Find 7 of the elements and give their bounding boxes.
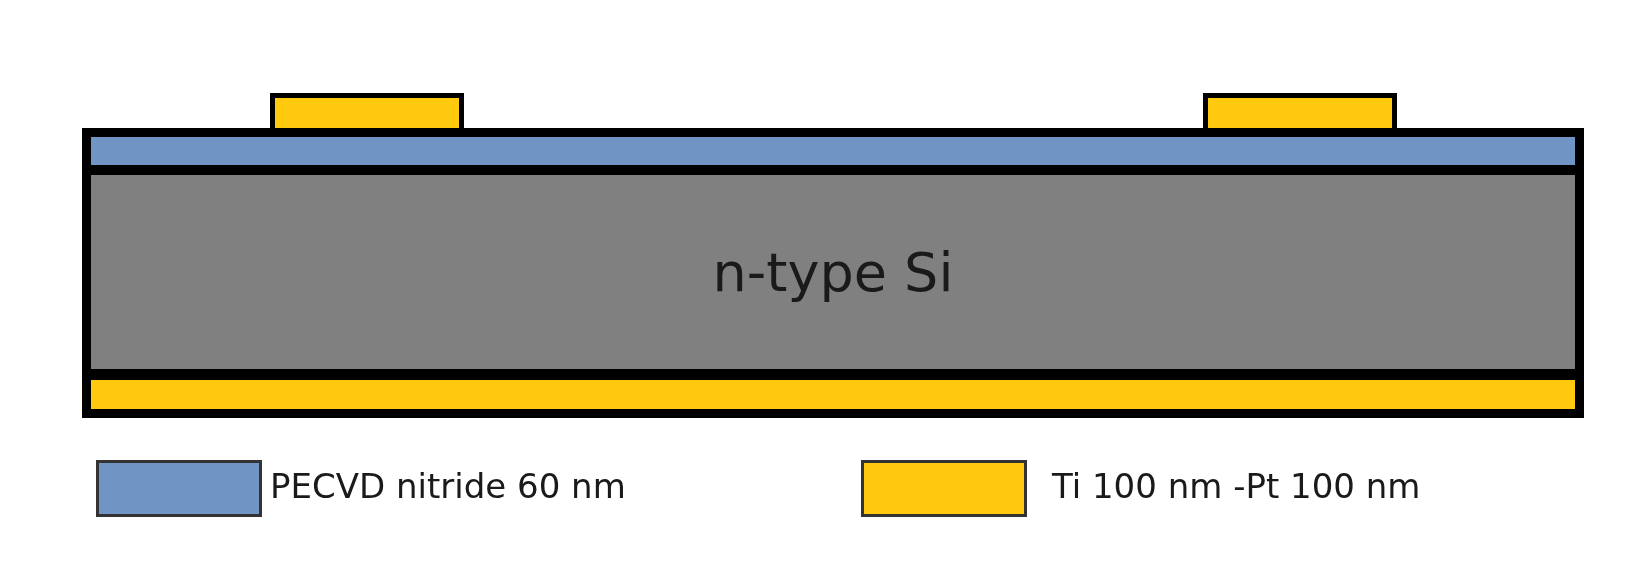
- legend-label: Ti 100 nm -Pt 100 nm: [1052, 466, 1421, 506]
- layer-label: n-type Si: [712, 240, 954, 304]
- metal-contact: [270, 93, 464, 128]
- legend-label: PECVD nitride 60 nm: [270, 466, 626, 506]
- metal-contact: [1203, 93, 1397, 128]
- nitride-layer: [91, 137, 1575, 165]
- metal-layer: [91, 380, 1575, 409]
